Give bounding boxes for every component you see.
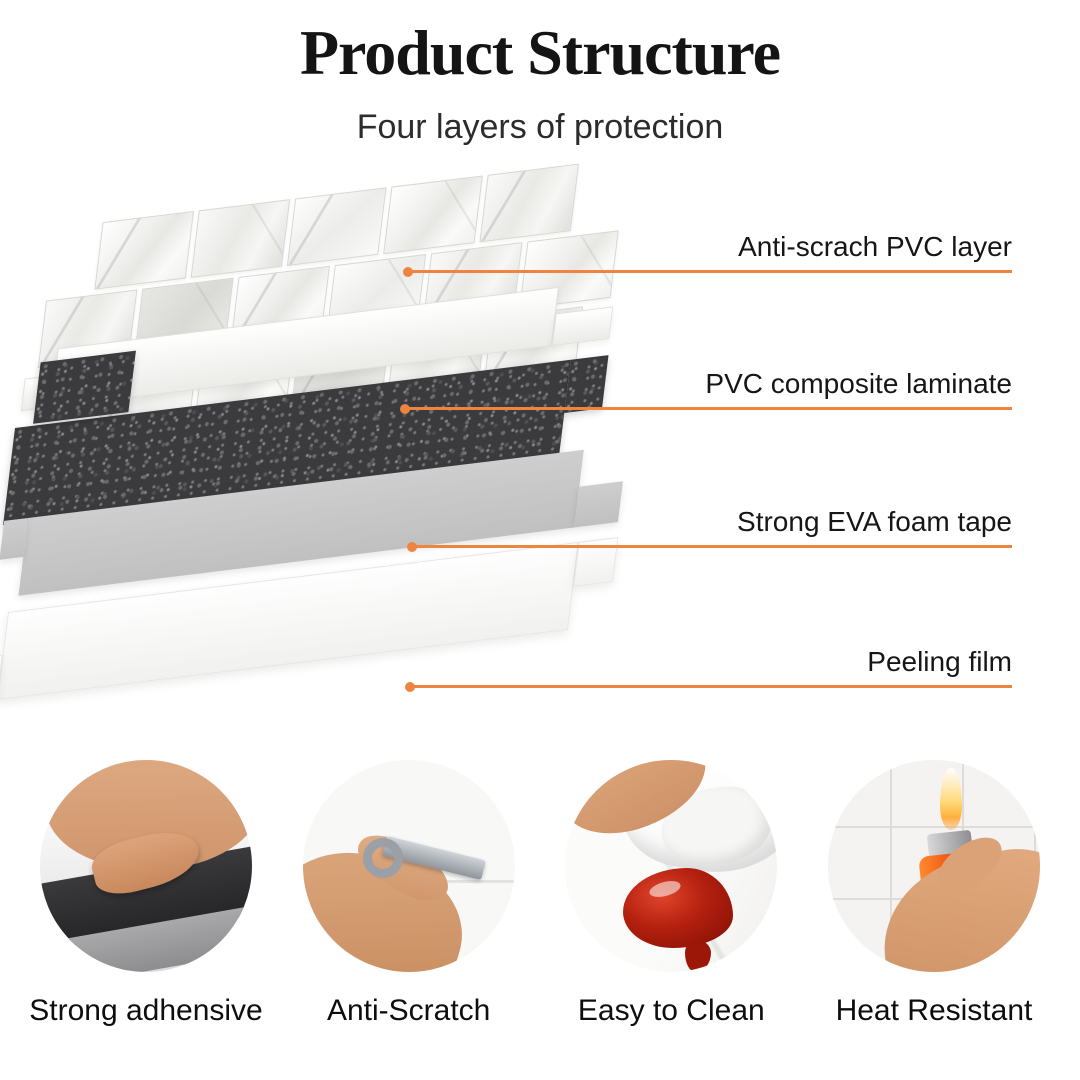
callout-line-peeling-film [405,681,1012,692]
flame-graphic [939,768,962,830]
marble-tile [94,210,194,290]
feature-caption: Heat Resistant [835,994,1033,1027]
callout-label-pvc-layer: Anti-scrach PVC layer [738,231,1012,262]
feature-easy-to-clean: Easy to Clean [551,760,791,1028]
marble-tile [190,199,291,278]
feature-photo-easy-to-clean [565,760,778,972]
feature-heat-resistant: Heat Resistant [814,760,1054,1028]
foam-tab [33,350,136,424]
foam-tab [564,355,609,413]
laminate-tab [551,306,614,347]
feature-caption: Easy to Clean [577,994,765,1027]
feature-anti-scratch: Anti-Scratch [289,760,529,1028]
feature-caption: Strong adhensive [29,994,263,1027]
features-row: Strong adhensive Anti-Scratch Easy to Cl… [0,760,1080,1028]
marble-tile [286,187,387,267]
page-title: Product Structure [299,17,781,88]
marble-tile [383,175,483,255]
page-subtitle: Four layers of protection [356,108,724,146]
callout-label-laminate: PVC composite laminate [705,368,1012,399]
feature-photo-heat-resistant [827,760,1040,972]
callout-line-laminate [400,403,1012,414]
callout-label-eva-foam: Strong EVA foam tape [737,506,1012,537]
feature-caption: Anti-Scratch [326,994,491,1027]
callout-line-eva-foam [407,541,1012,552]
feature-strong-adhesive: Strong adhensive [26,760,266,1028]
foam-tape-tab [574,481,623,528]
callout-line-pvc-layer [403,266,1012,277]
feature-photo-strong-adhesive [40,760,252,972]
callout-label-peeling-film: Peeling film [867,646,1012,677]
marble-tile [479,163,580,243]
feature-photo-anti-scratch [302,760,515,972]
